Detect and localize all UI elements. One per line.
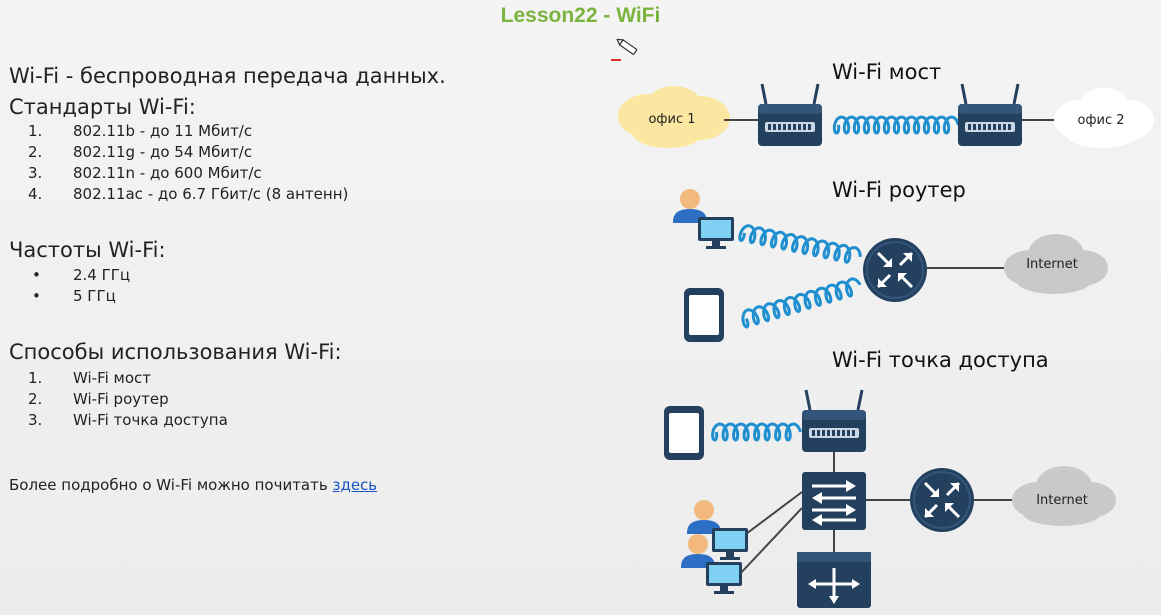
more-info-link[interactable]: здесь [332, 476, 378, 494]
user-pc-icon [673, 189, 734, 249]
usage-heading: Способы использования Wi-Fi: [9, 340, 342, 364]
wifi-router-icon [861, 236, 929, 304]
ap-wifi-wave [711, 422, 802, 442]
more-info: Более подробно о Wi-Fi можно почитать зд… [9, 476, 377, 494]
item-text: 802.11g - до 54 Мбит/с [73, 143, 253, 161]
ap-internet-label: Internet [1036, 493, 1088, 508]
bullet: • [32, 287, 41, 305]
frequencies-heading: Частоты Wi-Fi: [9, 238, 166, 262]
bridge-title: Wi-Fi мост [832, 60, 942, 84]
bridge-wifi-wave [832, 115, 960, 135]
item-number: 1. [28, 122, 43, 140]
item-text: 802.11ac - до 6.7 Гбит/с (8 антенн) [73, 185, 349, 203]
office2-label: офис 2 [1077, 113, 1124, 128]
router-title: Wi-Fi роутер [832, 178, 966, 202]
more-info-text: Более подробно о Wi-Fi можно почитать [9, 476, 333, 494]
switch-icon [802, 472, 866, 530]
bridge-router-right-icon [956, 82, 1024, 148]
item-number: 2. [28, 390, 43, 408]
item-number: 3. [28, 164, 43, 182]
item-text: 2.4 ГГц [73, 266, 131, 284]
item-text: 802.11n - до 600 Мбит/с [73, 164, 262, 182]
router-diagram: Internet [673, 189, 1108, 342]
access-point-title: Wi-Fi точка доступа [832, 348, 1049, 372]
office2-cloud: офис 2 [1054, 88, 1154, 148]
tablet-icon [684, 288, 724, 342]
item-text: Wi-Fi мост [73, 369, 152, 387]
pen-cursor-icon [611, 38, 638, 61]
standards-heading: Стандарты Wi-Fi: [9, 95, 196, 119]
access-point-diagram: Internet [664, 388, 1116, 608]
network-device-icon [797, 552, 871, 608]
internet-cloud: Internet [1004, 234, 1108, 294]
intro-line: Wi-Fi - беспроводная передача данных. [9, 64, 446, 88]
bridge-router-left-icon [756, 82, 824, 148]
item-number: 1. [28, 369, 43, 387]
ap-router-icon [908, 466, 976, 534]
item-number: 4. [28, 185, 43, 203]
office1-label: офис 1 [648, 112, 695, 127]
item-text: Wi-Fi роутер [73, 390, 169, 408]
item-text: 5 ГГц [73, 287, 116, 305]
bullet: • [32, 266, 41, 284]
router-wifi-wave-tablet [741, 277, 862, 329]
ap-tablet-icon [664, 406, 704, 460]
item-text: 802.11b - до 11 Мбит/с [73, 122, 253, 140]
office1-cloud: офис 1 [618, 86, 730, 148]
bridge-diagram: офис 1 офис 2 [618, 82, 1154, 148]
router-wifi-wave-pc [738, 224, 862, 264]
item-text: Wi-Fi точка доступа [73, 411, 228, 429]
lesson-title: Lesson22 - WiFi [500, 4, 661, 27]
access-point-icon [800, 388, 868, 454]
ap-internet-cloud: Internet [1012, 466, 1116, 526]
item-number: 2. [28, 143, 43, 161]
internet-label: Internet [1026, 257, 1078, 272]
item-number: 3. [28, 411, 43, 429]
